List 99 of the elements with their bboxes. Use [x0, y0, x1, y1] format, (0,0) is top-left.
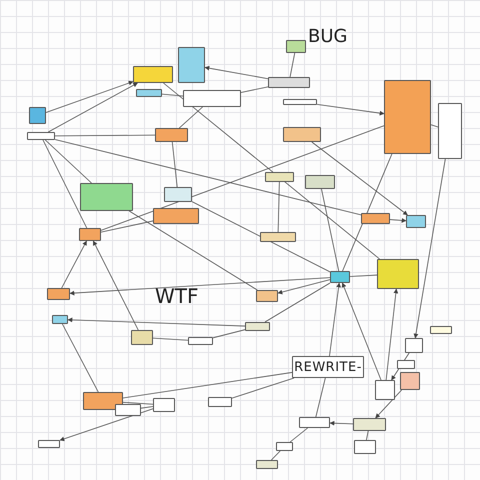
connector-line: [60, 408, 154, 442]
connector-line: [414, 158, 446, 338]
connector-line: [44, 140, 92, 184]
handwritten-note: BUG: [308, 28, 348, 46]
connector-line: [342, 154, 392, 272]
connector-line: [122, 402, 154, 405]
connector-line: [315, 378, 326, 418]
sketch-box: [164, 187, 192, 202]
sketch-box: [83, 392, 123, 410]
connector-line: [192, 201, 330, 272]
sketch-box: [260, 232, 296, 242]
connector-line: [240, 86, 268, 93]
connector-line: [430, 124, 438, 128]
connector-line: [278, 182, 280, 232]
connector-line: [366, 430, 369, 440]
sketch-box: [208, 397, 232, 407]
sketch-box: [305, 175, 335, 189]
connector-line: [54, 134, 156, 136]
sketch-box: [256, 290, 278, 302]
connector-line: [329, 282, 341, 356]
sketch-box: [299, 417, 330, 428]
sketch-box: [397, 360, 415, 369]
connector-line: [92, 240, 139, 330]
connector-line: [122, 372, 292, 398]
connector-line: [128, 210, 258, 290]
connector-line: [321, 188, 340, 272]
connector-line: [264, 282, 330, 322]
connector-line: [290, 428, 308, 442]
sketch-box: [183, 90, 241, 107]
connector-line: [100, 125, 384, 231]
connector-line: [212, 329, 246, 338]
connector-line: [391, 352, 410, 380]
connector-line: [278, 279, 330, 294]
sketch-box: [131, 330, 153, 345]
connector-line: [390, 218, 406, 223]
sketch-box: [384, 80, 431, 154]
sketch-box: [256, 460, 278, 469]
sketch-box: [430, 326, 452, 334]
sketch-box: [438, 103, 462, 159]
sketch-box: [286, 40, 306, 53]
sketch-box: [188, 337, 213, 345]
connector-line: [311, 142, 408, 216]
connector-line: [178, 106, 203, 128]
sketch-box: [283, 99, 317, 105]
sketch-box: [79, 228, 101, 241]
connector-line: [42, 140, 88, 228]
sketch-box: [353, 418, 386, 431]
connector-line: [62, 324, 99, 392]
sketch-box: [155, 128, 188, 142]
sketch-box: [80, 183, 133, 211]
sketch-box: [268, 77, 310, 88]
sketch-box: [52, 315, 68, 324]
sketch-box: [400, 372, 420, 390]
sketch-box: [136, 89, 162, 97]
sketch-box: [406, 215, 426, 228]
sketch-box: [27, 132, 55, 140]
connector-line: [140, 406, 154, 409]
connector-line: [375, 390, 402, 418]
box-title: REWRITE-: [294, 360, 362, 374]
sketch-box: [133, 66, 173, 83]
connector-line: [152, 338, 188, 341]
connector-line: [100, 220, 154, 233]
connector-line: [342, 282, 382, 380]
sketch-box: [377, 259, 419, 289]
connector-line: [54, 139, 362, 216]
connector-line: [330, 420, 354, 426]
connector-line: [48, 82, 138, 132]
label-box: [292, 356, 364, 378]
sketch-box: [330, 271, 350, 283]
sketch-box: [405, 338, 423, 353]
sketch-box: [283, 127, 321, 142]
sketch-box: [47, 288, 70, 300]
connector-line: [162, 94, 184, 96]
sketch-box: [375, 380, 395, 400]
connector-line: [386, 288, 398, 380]
sketch-box: [361, 213, 390, 224]
sketch-box: [153, 208, 199, 224]
connector-line: [232, 378, 294, 398]
connector-line: [163, 82, 380, 260]
connector-line: [68, 318, 246, 326]
connector-line: [350, 274, 378, 277]
sketch-box: [29, 107, 46, 124]
sketch-box: [153, 398, 175, 412]
connector-line: [46, 80, 134, 113]
sketch-box: [245, 322, 270, 331]
connector-line: [70, 277, 330, 296]
connector-line: [270, 450, 281, 460]
sketch-box: [38, 440, 60, 448]
connector-line: [204, 66, 268, 80]
connector-line: [61, 240, 87, 288]
connector-line: [290, 52, 296, 78]
sketch-box: [178, 47, 205, 83]
connector-line: [172, 142, 178, 188]
connector-line: [316, 104, 384, 116]
handwritten-note: WTF: [155, 286, 198, 306]
sketch-box: [354, 440, 376, 454]
sketch-box: [276, 442, 293, 451]
sketch-box: [115, 404, 141, 416]
sketch-box: [265, 172, 294, 182]
